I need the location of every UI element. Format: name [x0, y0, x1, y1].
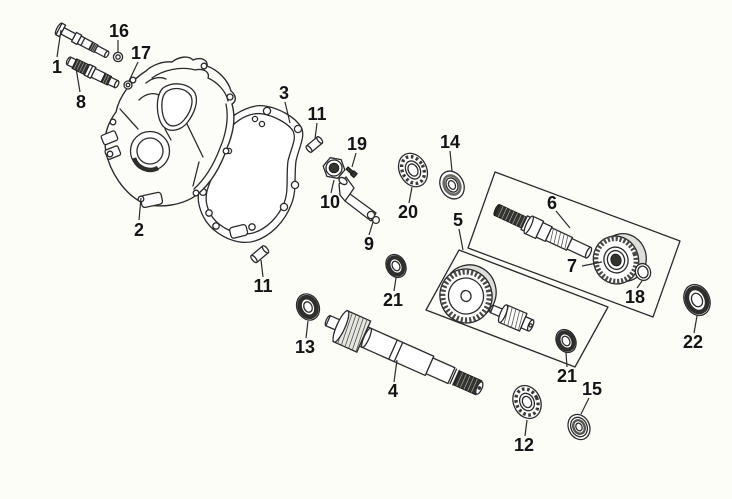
callout-4: 4 [388, 381, 398, 401]
callout-10: 10 [320, 192, 340, 212]
part-21-seal-upper [385, 253, 407, 279]
part-21-seal-lower [555, 328, 577, 354]
part-16-washer [112, 51, 124, 63]
callout-3: 3 [279, 83, 289, 103]
callout-8: 8 [76, 92, 86, 112]
part-19-screw [345, 166, 358, 179]
callout-11-upper: 11 [307, 104, 326, 124]
callout-11-lower: 11 [253, 276, 272, 296]
part-4-output-shaft [324, 309, 484, 396]
part-5-box [425, 249, 609, 368]
part-12-bearing [512, 384, 542, 420]
part-13-seal [295, 293, 321, 321]
part-18-circlip [634, 262, 652, 282]
part-9-lever-arm [338, 176, 381, 225]
part-5-large-gear [439, 264, 497, 324]
part-2-gearbox-cover [100, 56, 236, 209]
part-10-nut [322, 157, 346, 179]
callout-7: 7 [567, 256, 577, 276]
part-6-7-box [467, 171, 681, 318]
callout-22: 22 [683, 332, 703, 352]
callout-14: 14 [440, 132, 460, 152]
callout-16: 16 [109, 21, 129, 41]
part-8-shaft [65, 56, 120, 89]
callout-21-upper: 21 [383, 290, 403, 310]
part-11-dowel-pin-upper [305, 136, 324, 153]
callout-13: 13 [295, 337, 315, 357]
callout-6: 6 [547, 193, 557, 213]
callout-5: 5 [453, 210, 463, 230]
part-20-bearing [397, 152, 429, 188]
callout-19: 19 [347, 134, 367, 154]
part-17-washer [123, 80, 133, 90]
part-5-pinion-gear [489, 304, 535, 332]
callout-1: 1 [52, 57, 62, 77]
callout-17: 17 [131, 43, 151, 63]
leader-lines [56, 29, 698, 437]
callout-21-lower: 21 [557, 366, 577, 386]
callout-12: 12 [514, 435, 534, 455]
callout-15: 15 [582, 379, 602, 399]
part-22-seal [683, 283, 711, 317]
part-1-shaft [54, 22, 110, 59]
callout-20: 20 [398, 202, 418, 222]
callout-9: 9 [364, 234, 374, 254]
callout-numbers: 1 8 16 17 2 3 11 19 10 9 20 14 5 6 7 18 … [52, 21, 703, 455]
part-15-washer [567, 413, 591, 441]
part-14-seal [439, 170, 465, 200]
callout-18: 18 [625, 287, 645, 307]
part-6-input-shaft [493, 203, 593, 259]
callout-2: 2 [134, 220, 144, 240]
part-11-dowel-pin-lower [250, 245, 270, 264]
